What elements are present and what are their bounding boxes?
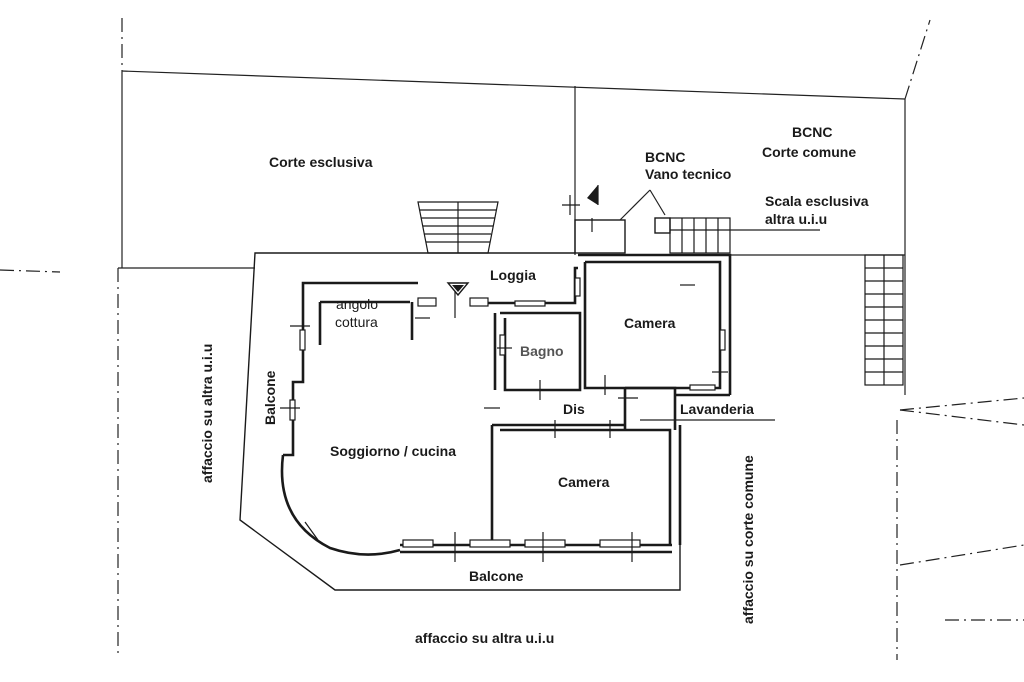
label-balcone-left: Balcone xyxy=(262,370,278,425)
stair-scala-esclusiva xyxy=(669,217,731,254)
stair-exterior-top xyxy=(417,201,499,254)
level-marker-icon xyxy=(446,282,470,297)
label-corte-comune: Corte comune xyxy=(762,144,856,160)
label-affaccio-left: affaccio su altra u.i.u xyxy=(199,344,215,483)
site-boundaries xyxy=(0,18,1024,660)
label-scala-esclusiva: Scala esclusiva xyxy=(765,193,869,209)
label-affaccio-right: affaccio su corte comune xyxy=(740,455,756,624)
label-altra-uiu: altra u.i.u xyxy=(765,211,827,227)
label-corte-esclusiva: Corte esclusiva xyxy=(269,154,373,170)
label-soggiorno-cucina: Soggiorno / cucina xyxy=(330,443,456,459)
label-affaccio-bottom: affaccio su altra u.i.u xyxy=(415,630,554,646)
label-vano-tecnico: Vano tecnico xyxy=(645,166,731,182)
label-dis: Dis xyxy=(563,401,585,417)
windows xyxy=(289,277,726,548)
label-balcone-bottom: Balcone xyxy=(469,568,524,584)
label-lavanderia: Lavanderia xyxy=(680,401,754,417)
leader-lines xyxy=(619,189,820,421)
stair-right xyxy=(864,254,904,386)
label-angolo: angolo xyxy=(336,296,378,312)
label-camera-bottom: Camera xyxy=(558,474,610,490)
section-ticks xyxy=(280,195,728,562)
label-bcnc-vano: BCNC xyxy=(645,149,685,165)
balcony-perimeter xyxy=(239,252,681,591)
label-cottura: cottura xyxy=(335,314,378,330)
section-arrow-icon xyxy=(587,185,599,205)
label-loggia: Loggia xyxy=(490,267,536,283)
label-camera-top: Camera xyxy=(624,315,676,331)
label-bcnc-corte: BCNC xyxy=(792,124,832,140)
label-bagno: Bagno xyxy=(520,343,564,359)
